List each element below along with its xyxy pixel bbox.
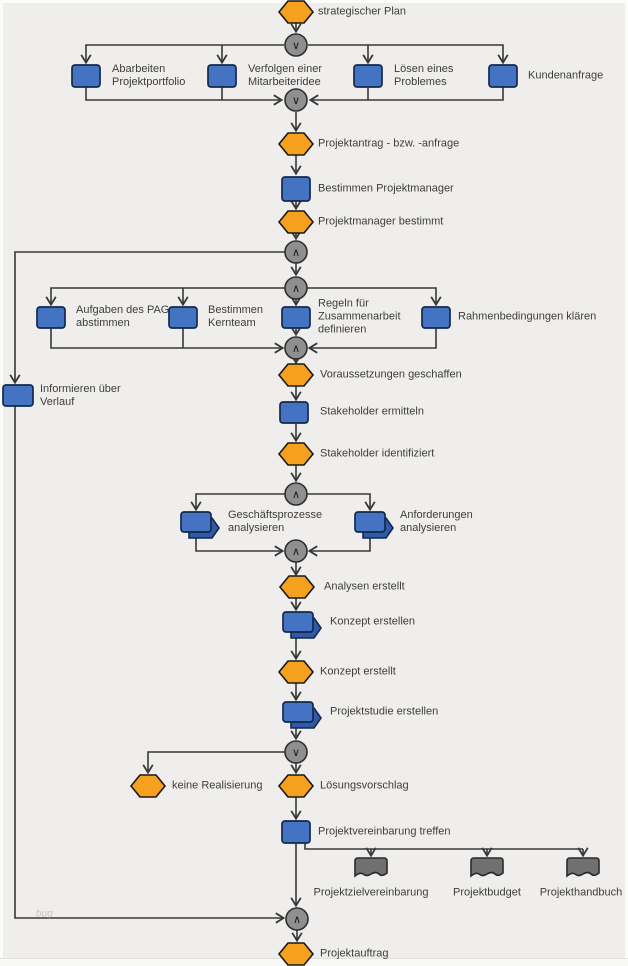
connector-and-split-verlauf: ∧	[284, 240, 308, 264]
event-projektauftrag-shape	[277, 942, 315, 966]
function-informieren-verlauf-shape	[2, 384, 34, 407]
event-stakeholder-identifiziert-shape	[277, 442, 315, 466]
event-projektantrag-shape	[277, 132, 315, 156]
document-projektbudget-shape	[470, 857, 504, 878]
event-voraussetzungen-shape	[277, 363, 315, 387]
label-konzept-erstellt: Konzept erstellt	[320, 665, 396, 678]
label-aufgaben-pag: Aufgaben des PAG abstimmen	[76, 304, 170, 329]
label-anforderungen: Anforderungen analysieren	[400, 509, 473, 534]
interface-anforderungen-shape	[354, 511, 394, 539]
label-verfolgen-mitarbeiteridee: Verfolgen einer Mitarbeiteridee	[248, 63, 322, 88]
flow-lines	[9, 22, 589, 943]
label-bestimmen-kernteam: Bestimmen Kernteam	[208, 304, 264, 329]
process-interface-nodes	[180, 511, 394, 729]
label-regeln-zusammenarbeit: Regeln für Zusammenarbeit definieren	[318, 297, 401, 336]
event-projektmanager-bestimmt-shape	[277, 210, 315, 234]
interface-geschaeftsprozesse-shape	[180, 511, 220, 539]
function-projektvereinbarung-shape	[281, 820, 311, 844]
svg-text:∨: ∨	[292, 746, 300, 759]
connector-and-join-kickoff: ∧	[284, 336, 308, 360]
label-geschaeftsprozesse: Geschäftsprozesse analysieren	[228, 509, 323, 534]
function-stakeholder-ermitteln-shape	[279, 401, 309, 424]
label-kundenanfrage: Kundenanfrage	[528, 69, 604, 82]
label-keine-realisierung: keine Realisierung	[172, 779, 263, 792]
label-loesungsvorschlag: Lösungsvorschlag	[320, 779, 409, 792]
label-bestimmen-projektmanager: Bestimmen Projektmanager	[318, 182, 454, 195]
function-abarbeiten-projektportfolio-shape	[71, 64, 101, 88]
svg-text:∧: ∧	[292, 342, 300, 355]
watermark-text: bug	[36, 908, 53, 920]
interface-konzept-erstellen-shape	[282, 611, 322, 639]
event-konzept-erstellt-shape	[277, 660, 315, 684]
connector-or-split-top: ∨	[284, 33, 308, 57]
event-strategischer-plan-shape	[277, 0, 315, 24]
connector-and-split-kickoff: ∧	[284, 276, 308, 300]
label-rahmenbedingungen: Rahmenbedingungen klären	[458, 310, 597, 323]
function-loesen-problemes-shape	[353, 64, 383, 88]
function-bestimmen-kernteam-shape	[168, 306, 198, 329]
function-regeln-zusammenarbeit-shape	[281, 306, 311, 329]
label-projektantrag: Projektantrag - bzw. -anfrage	[318, 137, 460, 150]
event-keine-realisierung-shape	[129, 774, 167, 798]
event-analysen-erstellt-shape	[278, 575, 316, 599]
label-projektstudie-erstellen: Projektstudie erstellen	[330, 705, 439, 718]
document-nodes	[354, 857, 600, 878]
label-projekthandbuch: Projekthandbuch	[539, 886, 623, 899]
svg-text:∨: ∨	[292, 39, 300, 52]
logic-connectors: ∨ ∨ ∧ ∧ ∧ ∧ ∧	[284, 33, 309, 931]
label-projektbudget: Projektbudget	[453, 886, 521, 899]
svg-text:∧: ∧	[292, 545, 300, 558]
connector-or-split-loesung: ∨	[284, 740, 308, 764]
label-informieren-verlauf: Informieren über Verlauf	[40, 383, 121, 408]
label-abarbeiten-projektportfolio: Abarbeiten Projektportfolio	[112, 63, 186, 88]
svg-text:∧: ∧	[292, 282, 300, 295]
bottom-band	[0, 958, 628, 966]
connector-and-join-bottom: ∧	[285, 907, 309, 931]
svg-text:∨: ∨	[292, 94, 300, 107]
label-stakeholder-identifiziert: Stakeholder identifiziert	[320, 447, 435, 460]
function-verfolgen-mitarbeiteridee-shape	[207, 64, 237, 88]
svg-text:∧: ∧	[292, 488, 300, 501]
label-konzept-erstellen: Konzept erstellen	[330, 615, 415, 628]
label-projektmanager-bestimmt: Projektmanager bestimmt	[318, 215, 444, 228]
document-projekthandbuch-shape	[566, 857, 600, 878]
label-projektauftrag: Projektauftrag	[320, 947, 389, 960]
label-strategischer-plan: strategischer Plan	[318, 5, 407, 18]
function-kundenanfrage-shape	[488, 64, 518, 88]
label-voraussetzungen: Voraussetzungen geschaffen	[320, 368, 462, 381]
event-nodes	[129, 0, 316, 966]
label-projektvereinbarung: Projektvereinbarung treffen	[318, 825, 451, 838]
label-projektzielvereinbarung: Projektzielvereinbarung	[313, 886, 429, 899]
connector-and-split-analyse: ∧	[284, 482, 308, 506]
label-analysen-erstellt: Analysen erstellt	[324, 580, 405, 593]
label-loesen-problemes: Lösen eines Problemes	[394, 63, 454, 88]
svg-text:∧: ∧	[293, 913, 301, 926]
function-rahmenbedingungen-shape	[421, 306, 451, 329]
svg-text:∧: ∧	[292, 246, 300, 259]
event-loesungsvorschlag-shape	[277, 774, 315, 798]
connector-or-join-top: ∨	[284, 88, 308, 112]
function-aufgaben-pag-shape	[36, 306, 66, 329]
function-bestimmen-projektmanager-shape	[281, 176, 311, 202]
function-nodes	[2, 64, 518, 844]
interface-projektstudie-shape	[282, 701, 322, 729]
connector-and-join-analyse: ∧	[284, 539, 308, 563]
document-projektzielvereinbarung-shape	[354, 857, 388, 878]
label-stakeholder-ermitteln: Stakeholder ermitteln	[320, 405, 424, 418]
